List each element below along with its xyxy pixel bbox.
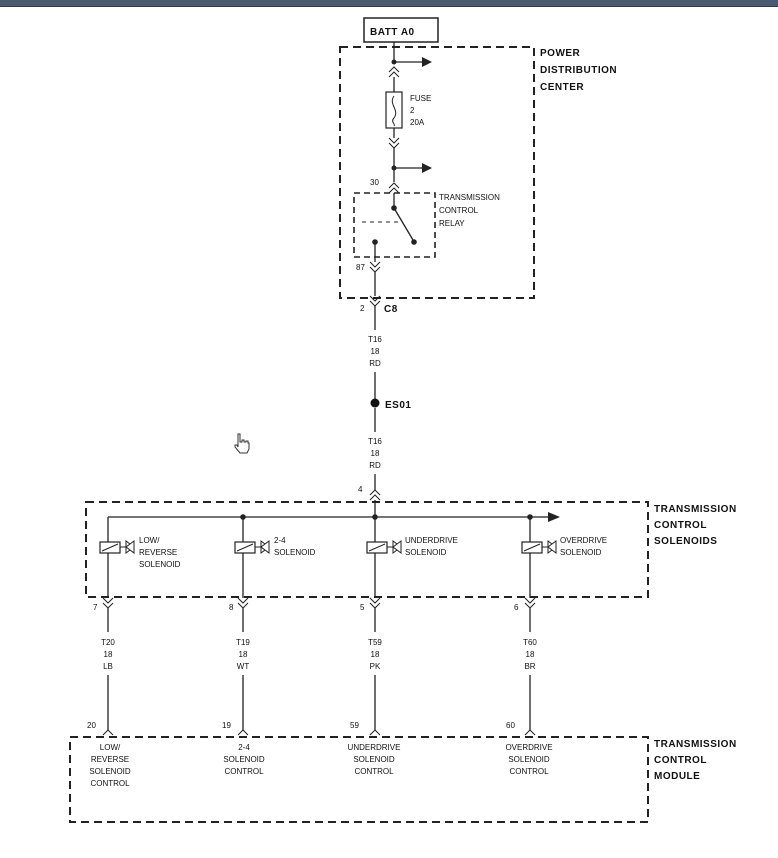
relay-pin-87: 87 — [356, 263, 365, 272]
solenoid-feed-pin: 4 — [358, 485, 363, 494]
wire-circuit: T60 — [523, 638, 537, 647]
solenoid-pack-title-2: CONTROL — [654, 520, 707, 531]
tcm-box — [69, 736, 649, 823]
solenoid-name-l1: 2-4 — [274, 536, 286, 545]
tcm-input-l1: UNDERDRIVE — [348, 743, 401, 752]
tcm-input-l3: SOLENOID — [89, 767, 131, 776]
tcm-input-l2: SOLENOID — [508, 755, 550, 764]
branch-wire-0: 7 T20 18 LB 20 — [87, 597, 115, 736]
wire-circuit: T20 — [101, 638, 115, 647]
wire-color: PK — [370, 662, 381, 671]
tcm-input-l2: SOLENOID — [353, 755, 395, 764]
tcm-input-l3: CONTROL — [224, 767, 264, 776]
pdc-title-3: CENTER — [540, 82, 584, 93]
solenoid-branch-low-reverse: LOW/ REVERSE SOLENOID — [99, 517, 181, 598]
wire-top-gauge: 18 — [371, 347, 380, 356]
solenoid-pin: 8 — [229, 603, 234, 612]
branch-wire-3: 6 T60 18 BR 60 — [506, 597, 537, 736]
pdc-box — [339, 46, 535, 299]
relay-title-3: RELAY — [439, 219, 465, 228]
relay-title-2: CONTROL — [439, 206, 479, 215]
wire-gauge: 18 — [526, 650, 535, 659]
tcm-input-l4: CONTROL — [90, 779, 130, 788]
solenoid-name-l2: SOLENOID — [405, 548, 447, 557]
branch-wire-1: 8 T19 18 WT 19 — [222, 597, 250, 736]
wire-gauge: 18 — [371, 650, 380, 659]
tcm-input-l2: REVERSE — [91, 755, 129, 764]
feed-arrow-icon — [422, 57, 432, 67]
solenoid-name-l1: LOW/ — [139, 536, 160, 545]
splice-es01-icon — [370, 398, 380, 408]
wire-gauge: 18 — [104, 650, 113, 659]
c8-label: C8 — [384, 304, 398, 315]
fuse-label: FUSE — [410, 94, 431, 103]
tcm-pin: 59 — [350, 721, 359, 730]
pdc-title-2: DISTRIBUTION — [540, 65, 617, 76]
relay-switch-icon — [393, 207, 414, 241]
solenoid-name-l2: SOLENOID — [560, 548, 602, 557]
relay-pin-30: 30 — [370, 178, 379, 187]
wire-color: BR — [524, 662, 535, 671]
solenoid-branch-2-4: 2-4 SOLENOID — [234, 517, 316, 598]
batt-label: BATT A0 — [370, 27, 415, 38]
bus-arrow-icon — [548, 512, 560, 522]
hand-cursor-icon — [234, 433, 250, 454]
fuse-icon — [385, 91, 403, 129]
wire-circuit: T19 — [236, 638, 250, 647]
tcm-title-3: MODULE — [654, 771, 700, 782]
tcm-title-2: CONTROL — [654, 755, 707, 766]
tcm-input-l1: 2-4 — [238, 743, 250, 752]
solenoid-pin: 6 — [514, 603, 519, 612]
window-title-bar — [0, 0, 778, 7]
solenoid-name-l2: REVERSE — [139, 548, 177, 557]
solenoid-pin: 7 — [93, 603, 98, 612]
tcm-input-underdrive: UNDERDRIVE SOLENOID CONTROL — [348, 743, 401, 776]
branch-wire-2: 5 T59 18 PK 59 — [350, 597, 382, 736]
splice-label: ES01 — [385, 400, 411, 411]
solenoid-pin: 5 — [360, 603, 365, 612]
wire-mid-color: RD — [369, 461, 381, 470]
fuse-rating: 20A — [410, 118, 425, 127]
batt-box — [363, 17, 439, 43]
solenoid-name-l1: UNDERDRIVE — [405, 536, 458, 545]
solenoid-name-l2: SOLENOID — [274, 548, 316, 557]
tcm-pin: 19 — [222, 721, 231, 730]
tcm-input-overdrive: OVERDRIVE SOLENOID CONTROL — [505, 743, 552, 776]
wire-gauge: 18 — [239, 650, 248, 659]
tcm-pin: 60 — [506, 721, 515, 730]
wire-mid-gauge: 18 — [371, 449, 380, 458]
feed-arrow-icon — [422, 163, 432, 173]
solenoid-pack-title-1: TRANSMISSION — [654, 504, 737, 515]
solenoid-branch-overdrive: OVERDRIVE SOLENOID — [521, 517, 607, 598]
wire-top-color: RD — [369, 359, 381, 368]
c8-pin: 2 — [360, 304, 365, 313]
fuse-number: 2 — [410, 106, 415, 115]
wire-mid-circuit: T16 — [368, 437, 382, 446]
tcm-input-l1: OVERDRIVE — [505, 743, 552, 752]
wire-color: WT — [237, 662, 250, 671]
tcm-input-low-reverse: LOW/ REVERSE SOLENOID CONTROL — [89, 743, 131, 788]
solenoid-name-l1: OVERDRIVE — [560, 536, 607, 545]
tcm-pin: 20 — [87, 721, 96, 730]
solenoid-pack-box — [85, 501, 649, 598]
wire-circuit: T59 — [368, 638, 382, 647]
wire-top-circuit: T16 — [368, 335, 382, 344]
wire-color: LB — [103, 662, 113, 671]
tcm-input-l2: SOLENOID — [223, 755, 265, 764]
solenoid-branch-underdrive: UNDERDRIVE SOLENOID — [366, 517, 458, 598]
relay-title-1: TRANSMISSION — [439, 193, 500, 202]
solenoid-name-l3: SOLENOID — [139, 560, 181, 569]
tcm-input-l3: CONTROL — [354, 767, 394, 776]
tcm-input-l1: LOW/ — [100, 743, 121, 752]
pdc-title-1: POWER — [540, 48, 581, 59]
relay-box — [353, 192, 436, 258]
tcm-input-l3: CONTROL — [509, 767, 549, 776]
solenoid-pack-title-3: SOLENOIDS — [654, 536, 717, 547]
tcm-title-1: TRANSMISSION — [654, 739, 737, 750]
tcm-input-2-4: 2-4 SOLENOID CONTROL — [223, 743, 265, 776]
